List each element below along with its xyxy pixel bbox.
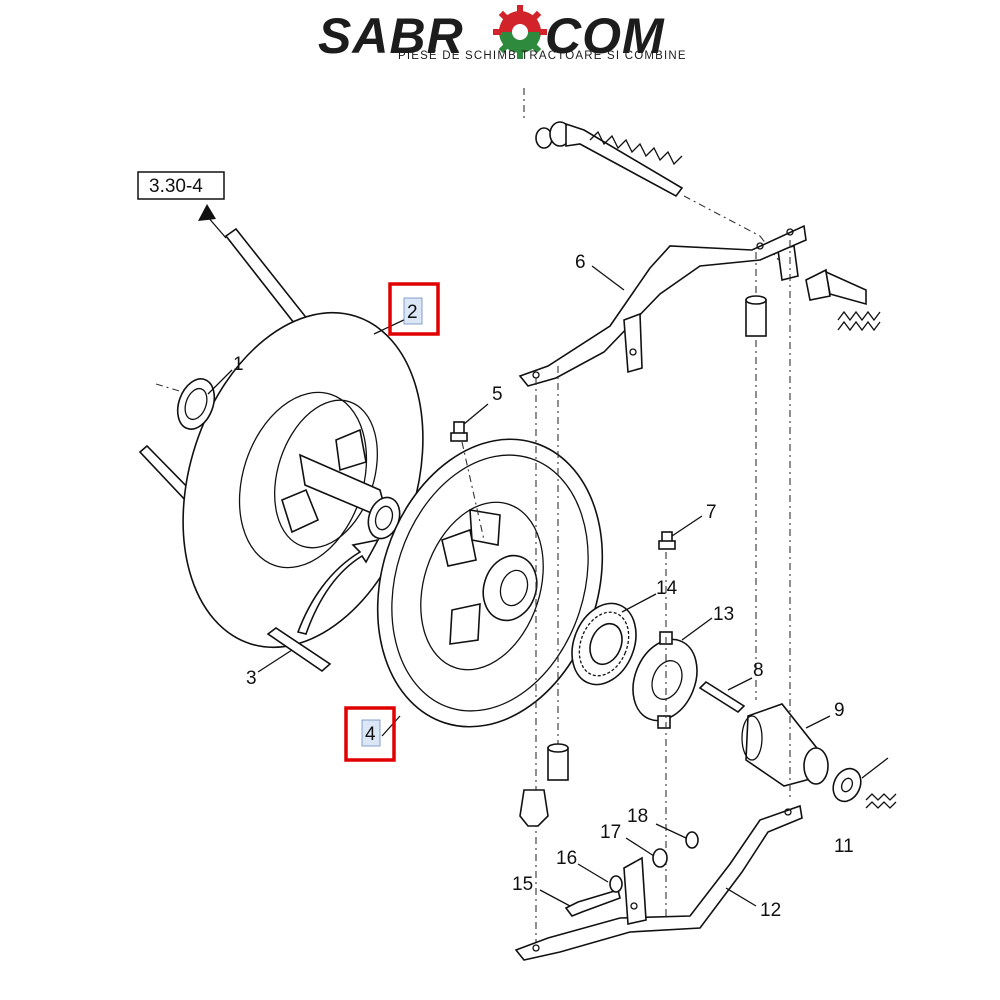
callout-11: 11	[834, 836, 854, 857]
part-9-hub	[741, 703, 829, 787]
center-lines	[535, 240, 791, 950]
logo-gear-icon	[493, 5, 547, 59]
callout-2: 2	[407, 302, 418, 323]
callout-4-highlight-box	[344, 706, 396, 762]
part-1-washer	[155, 378, 216, 430]
part-13-bearing-housing	[632, 631, 698, 729]
reference-box-group: 3.30-4	[137, 171, 227, 239]
callout-5: 5	[492, 384, 503, 405]
logo-brand-right: COM	[545, 8, 665, 64]
callout-18: 18	[627, 806, 648, 827]
sabrocom-logo: SABR COM PIESE DE SCHIMB TRACTOARE SI CO…	[318, 5, 687, 64]
callout-2-highlight-fill	[403, 297, 423, 325]
callout-6: 6	[575, 252, 586, 273]
callout-4: 4	[365, 724, 376, 745]
callout-7: 7	[706, 502, 717, 523]
reference-box-label: 3.30-4	[149, 176, 203, 197]
part-16-washer	[609, 875, 623, 893]
logo-tagline: PIESE DE SCHIMB TRACTOARE SI COMBINE	[398, 50, 687, 62]
part-4-front-disc	[376, 438, 604, 728]
callout-15: 15	[512, 874, 533, 895]
bushing-lower	[519, 789, 549, 827]
callout-labels: 1 2 3 4 5 6 7 8 9 11 12 13 14 15 16 17 1…	[233, 252, 854, 921]
part-2-back-disc	[182, 311, 424, 649]
spacer-lower	[547, 743, 569, 781]
callout-12: 12	[760, 900, 781, 921]
callout-14: 14	[656, 578, 678, 599]
part-3-key	[266, 627, 332, 673]
callout-9: 9	[834, 700, 845, 721]
assembly-arrow-icon	[296, 538, 380, 635]
part-7-grease-nipple	[658, 531, 676, 550]
callout-2-highlight-box	[388, 282, 440, 336]
callout-4-highlight-fill	[361, 719, 381, 747]
washer-right	[832, 767, 862, 803]
part-6-upper-arm	[518, 224, 807, 387]
callout-8: 8	[753, 660, 764, 681]
reference-box	[137, 171, 225, 200]
callout-1: 1	[233, 354, 244, 375]
part-17-nut	[652, 848, 668, 868]
tension-rod-assembly	[523, 88, 881, 332]
callout-3: 3	[246, 668, 257, 689]
part-8-pin	[698, 680, 746, 714]
logo-brand-left: SABR	[318, 8, 464, 64]
reference-arrow-icon	[198, 204, 216, 221]
callout-13: 13	[713, 604, 734, 625]
part-12-lower-arm	[514, 804, 803, 961]
spacer-upper	[745, 295, 767, 337]
part-18-nut	[685, 831, 699, 849]
part-11-spring	[861, 757, 897, 809]
part-15-bolt	[564, 888, 621, 917]
part-14-bearing	[571, 602, 637, 686]
callout-leaders	[207, 265, 831, 907]
callout-16: 16	[556, 848, 577, 869]
callout-17: 17	[600, 822, 621, 843]
part-5-grease-nipple	[450, 421, 485, 541]
